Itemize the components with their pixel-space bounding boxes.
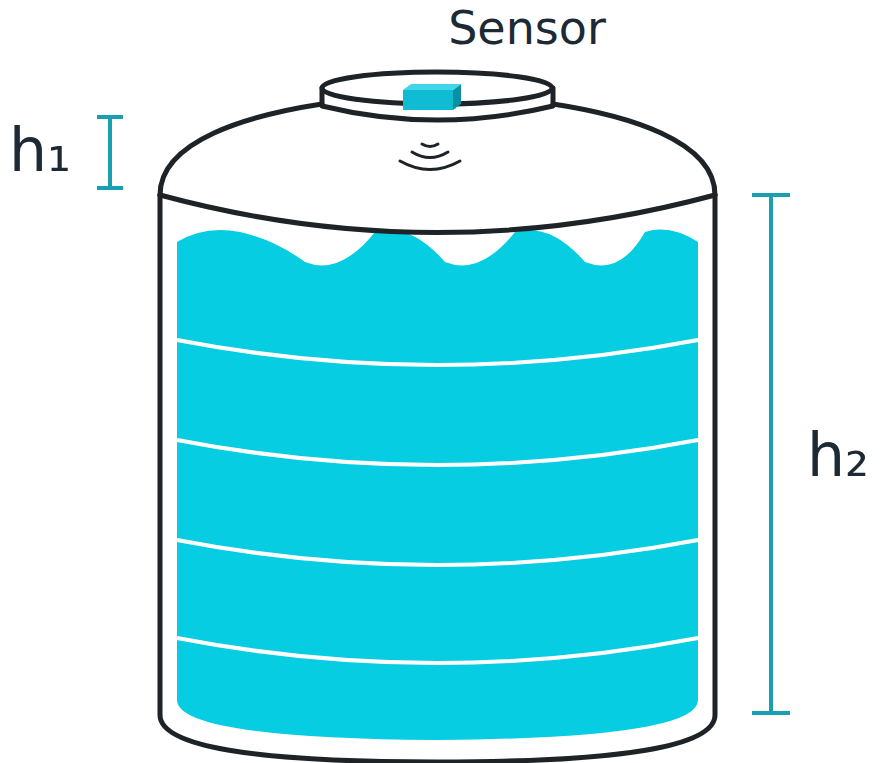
h1-bracket	[97, 117, 123, 188]
tank-outline	[160, 72, 715, 762]
dimension-label: h₁	[9, 120, 71, 180]
signal-waves	[400, 144, 460, 170]
sensor-label: Sensor	[448, 5, 606, 51]
dimension-label: h₂	[807, 425, 869, 485]
h2-bracket	[752, 195, 790, 713]
water-stripes	[177, 340, 698, 663]
water-fill	[177, 230, 698, 740]
sensor-device	[403, 84, 461, 110]
